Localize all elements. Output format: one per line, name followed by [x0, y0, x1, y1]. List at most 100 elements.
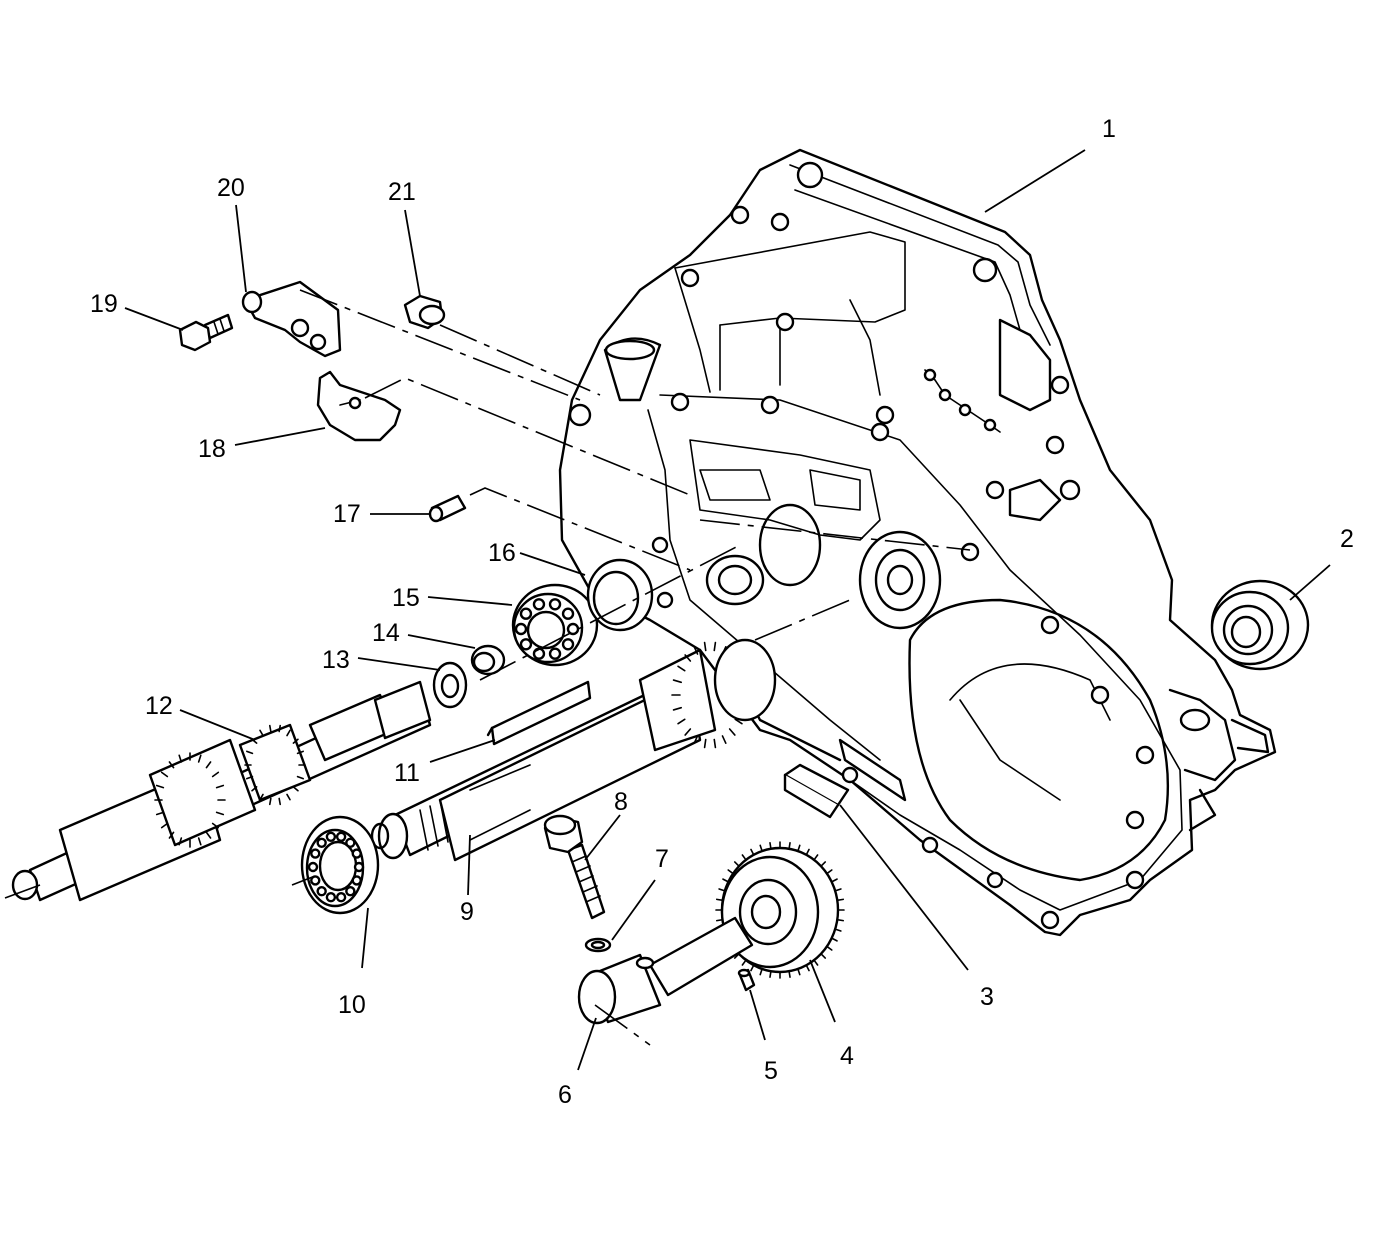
leader-18	[234, 427, 326, 446]
gear-tooth	[246, 775, 254, 780]
bearing-roller	[351, 875, 362, 886]
gear-tooth	[268, 797, 272, 806]
gear-tooth	[292, 786, 299, 792]
gear-tooth	[813, 854, 819, 861]
gear-tooth	[205, 831, 212, 839]
callout-20: 20	[217, 174, 245, 202]
gear-tooth	[820, 861, 827, 867]
gear-tooth	[684, 728, 692, 736]
gear-tooth	[836, 898, 845, 902]
part-14-bushing	[470, 644, 506, 676]
bearing-roller	[335, 892, 347, 903]
callout-9: 9	[460, 898, 474, 926]
gear-tooth	[750, 964, 755, 972]
gear-tooth	[160, 771, 169, 778]
part-1-transaxle-case	[558, 148, 1277, 937]
bearing-ball	[514, 622, 528, 636]
part-4-reverse-idler-gear	[715, 841, 845, 979]
gear-tooth	[836, 918, 845, 922]
gear-tooth	[259, 793, 264, 801]
gear-tooth	[721, 735, 727, 745]
gear-tooth	[268, 724, 272, 733]
gear-tooth	[826, 869, 833, 875]
callout-13: 13	[322, 646, 350, 674]
gear-tooth	[715, 918, 724, 922]
gear-tooth	[733, 861, 740, 867]
gear-tooth	[155, 784, 165, 789]
gear-tooth	[769, 842, 772, 850]
bearing-roller	[325, 831, 337, 842]
gear-tooth	[155, 811, 165, 816]
leader-6	[577, 1017, 597, 1071]
callout-19: 19	[90, 290, 118, 318]
gear-tooth	[715, 898, 724, 902]
gear-tooth	[834, 888, 842, 892]
part-13-retainer	[432, 661, 468, 709]
bearing-roller	[325, 892, 337, 903]
assembly-centerlines	[4, 289, 971, 1046]
leader-1	[984, 149, 1086, 213]
gear-tooth	[834, 928, 842, 932]
gear-tooth	[820, 953, 827, 959]
bearing-roller	[345, 886, 356, 897]
gear-tooth	[296, 750, 304, 755]
gear-tooth	[728, 728, 736, 736]
gear-tooth	[830, 937, 838, 942]
gear-tooth	[727, 869, 734, 875]
part-11-key-bar	[486, 680, 592, 746]
bearing-ball	[548, 647, 562, 660]
gear-tooth	[677, 665, 686, 672]
part-17-dowel-pin	[428, 494, 467, 523]
gear-tooth	[211, 771, 220, 778]
part-18-shift-plate	[316, 370, 402, 442]
callout-3: 3	[980, 983, 994, 1011]
callout-12: 12	[145, 692, 173, 720]
bearing-ball	[519, 638, 533, 651]
leader-15	[427, 596, 513, 606]
gear-tooth	[734, 718, 743, 725]
callout-7: 7	[655, 845, 669, 873]
callout-16: 16	[488, 539, 516, 567]
gear-tooth	[178, 837, 183, 846]
leader-12	[179, 709, 256, 741]
leader-2	[1289, 564, 1331, 601]
bearing-ball	[566, 622, 580, 636]
bearing-ball	[561, 607, 575, 620]
gear-tooth	[215, 784, 225, 789]
gear-tooth	[759, 844, 763, 852]
part-19-bolt	[178, 313, 234, 352]
callout-labels: 1 2 3 4 5 6 7 8 9 10 11 12 13 14 15 16 1…	[90, 115, 1354, 1109]
gear-tooth	[718, 888, 726, 892]
gear-tooth	[693, 645, 699, 655]
bearing-ball	[561, 638, 575, 651]
gear-tooth	[788, 970, 791, 978]
leader-19	[124, 307, 184, 331]
callout-10: 10	[338, 991, 366, 1019]
leader-8	[584, 814, 621, 861]
leader-16	[519, 552, 586, 576]
gear-tooth	[672, 706, 683, 711]
gear-tooth	[278, 724, 282, 733]
callout-17: 17	[333, 500, 361, 528]
callout-18: 18	[198, 435, 226, 463]
bearing-roller	[316, 886, 327, 897]
gear-tooth	[788, 842, 791, 850]
gear-tooth	[211, 822, 220, 829]
gear-tooth	[797, 968, 801, 976]
leader-5	[749, 989, 766, 1041]
bearing-roller	[335, 831, 347, 842]
gear-tooth	[205, 761, 212, 769]
gear-tooth	[168, 831, 175, 839]
gear-tooth	[750, 848, 755, 856]
part-12-output-shaft	[11, 680, 432, 902]
gear-tooth	[684, 654, 692, 662]
gear-tooth	[769, 970, 772, 978]
callout-1: 1	[1102, 115, 1116, 143]
gear-tooth	[259, 729, 264, 737]
gear-tooth	[759, 968, 763, 976]
part-21-plug	[403, 294, 446, 330]
gear-tooth	[741, 854, 747, 861]
bearing-roller	[316, 837, 327, 848]
gear-tooth	[693, 735, 699, 745]
